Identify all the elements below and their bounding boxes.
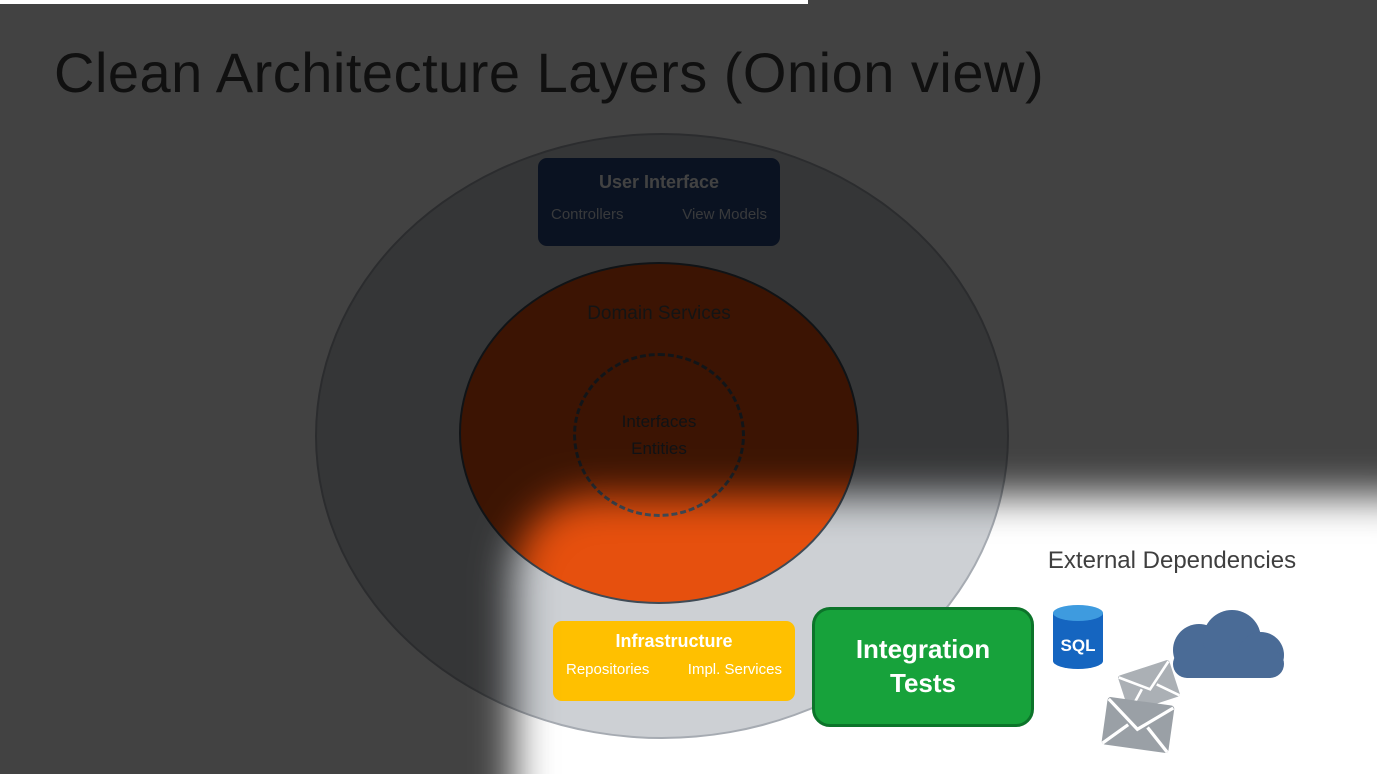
user-interface-title: User Interface — [598, 172, 720, 192]
controllers-label: Controllers — [551, 206, 624, 223]
domain-services-label: Domain Services — [587, 303, 731, 324]
integration-tests-box: Integration Tests — [812, 607, 1034, 727]
view-models-label: View Models — [682, 206, 767, 223]
repositories-label: Repositories — [566, 661, 650, 678]
sql-database-icon: SQL — [1053, 605, 1103, 669]
infrastructure-box: Infrastructure Repositories Impl. Servic… — [553, 621, 795, 701]
slide-title: Clean Architecture Layers (Onion view) — [54, 41, 1045, 104]
interfaces-label: Interfaces — [621, 411, 697, 431]
impl-services-label: Impl. Services — [687, 661, 782, 678]
user-interface-box: User Interface Controllers View Models — [538, 158, 780, 246]
envelope-front-icon — [1101, 697, 1175, 754]
infrastructure-title: Infrastructure — [615, 631, 733, 651]
external-dependencies-label: External Dependencies — [1047, 547, 1297, 574]
entities-label: Entities — [631, 438, 687, 458]
integration-tests-label: Integration Tests — [855, 634, 991, 698]
core-dashed-circle: Interfaces Entities — [573, 353, 745, 517]
sql-label: SQL — [1061, 636, 1096, 655]
top-edge-highlight — [0, 0, 808, 4]
